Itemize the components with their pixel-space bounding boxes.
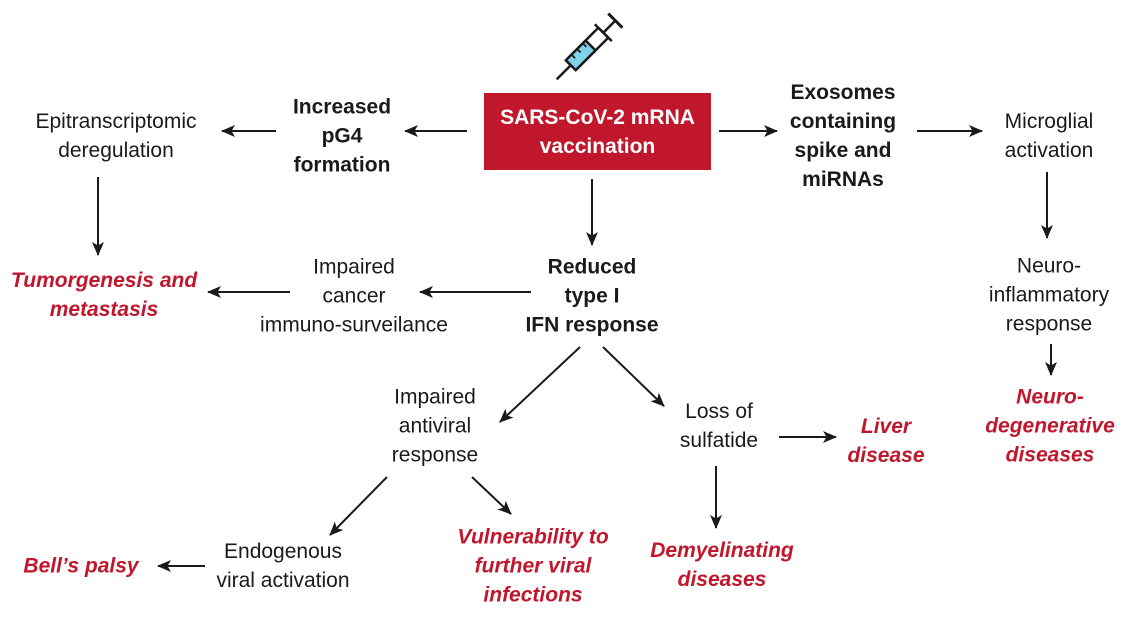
outcome-neurodegenerative-diseases: Neuro- degenerative diseases — [985, 385, 1115, 467]
arrow-reduced-ifn-to-impaired-antiviral — [499, 346, 581, 423]
outcome-liver-disease: Liver disease — [847, 415, 925, 467]
node-exosomes-spike-mirnas: Exosomes containing spike and miRNAs — [789, 81, 897, 191]
central-node-mrna-vaccination: SARS-CoV-2 mRNA vaccination — [484, 93, 711, 170]
node-microglial-activation: Microglial activation — [1004, 110, 1094, 162]
node-impaired-antiviral-response: Impaired antiviral response — [391, 385, 479, 467]
node-increased-pg4-formation: Increased pG4 formation — [292, 95, 392, 177]
node-neuroinflammatory-response: Neuro- inflammatory response — [988, 254, 1110, 336]
outcome-tumorigenesis-metastasis: Tumorgenesis and metastasis — [10, 269, 198, 321]
node-epitranscriptomic-deregulation: Epitranscriptomic deregulation — [35, 110, 197, 162]
node-endogenous-viral-activation: Endogenous viral activation — [216, 540, 350, 592]
arrow-reduced-ifn-to-loss-sulfatide — [602, 346, 665, 407]
outcome-bells-palsy: Bell’s palsy — [23, 554, 139, 578]
node-loss-of-sulfatide: Loss of sulfatide — [679, 400, 759, 452]
outcome-vulnerability-viral-infections: Vulnerability to further viral infection… — [457, 525, 609, 607]
outcome-demyelinating-diseases: Demyelinating diseases — [650, 539, 794, 591]
arrow-impaired-antiviral-to-vulnerability — [471, 476, 512, 515]
node-impaired-cancer-immunosurveillance: Impaired cancer immuno-surveilance — [260, 255, 448, 337]
node-reduced-type-i-ifn-response: Reduced type I IFN response — [525, 255, 659, 337]
arrow-impaired-antiviral-to-endogenous — [329, 476, 388, 536]
syringe-icon — [555, 12, 624, 81]
